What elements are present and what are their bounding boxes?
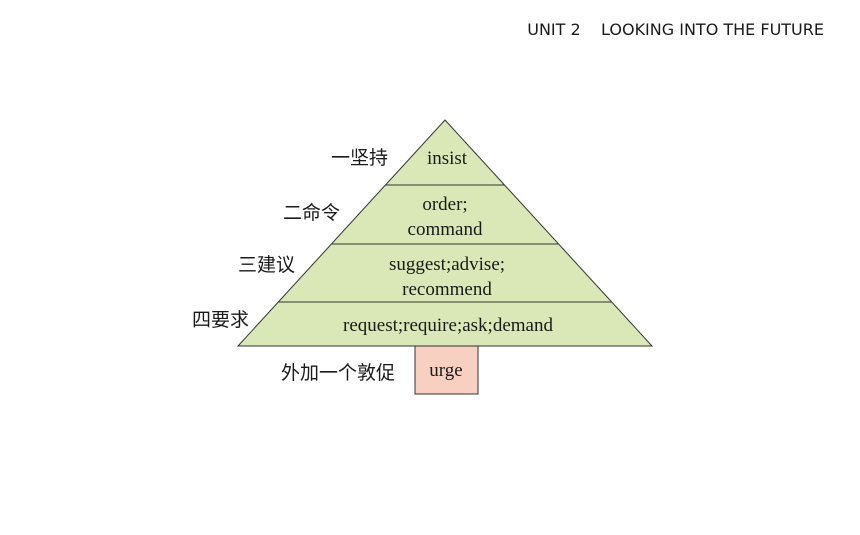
level-2-category: 二命令 bbox=[283, 202, 340, 224]
level-3-category: 三建议 bbox=[238, 254, 295, 276]
level-4-category: 四要求 bbox=[192, 309, 249, 331]
level-4-words: request;require;ask;demand bbox=[343, 315, 553, 336]
level-2-words-line1: order; bbox=[422, 194, 467, 215]
level-1-words: insist bbox=[427, 148, 468, 169]
level-2-words-line2: command bbox=[408, 219, 483, 240]
level-3-words-line2: recommend bbox=[402, 279, 492, 300]
slide-header: UNIT 2 LOOKING INTO THE FUTURE bbox=[527, 20, 824, 39]
level-3-words-line1: suggest;advise; bbox=[389, 254, 505, 275]
level-1-category: 一坚持 bbox=[331, 147, 388, 169]
extra-word: urge bbox=[429, 360, 462, 381]
urge-box bbox=[414, 345, 479, 395]
extra-category: 外加一个敦促 bbox=[281, 362, 395, 384]
